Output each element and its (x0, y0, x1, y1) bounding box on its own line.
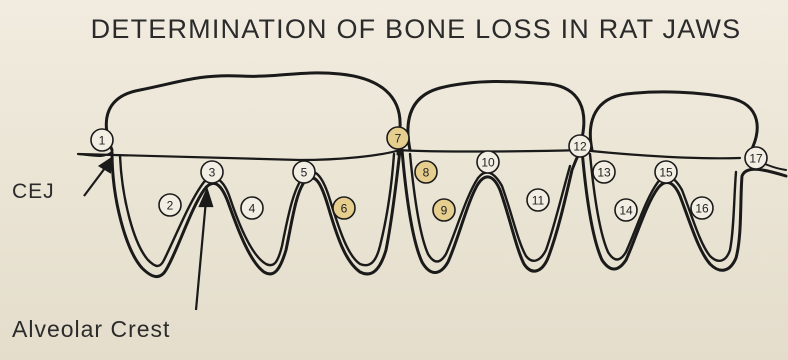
site-number-6: 6 (341, 202, 348, 216)
site-marker-13: 13 (593, 161, 615, 183)
site-number-13: 13 (597, 166, 611, 180)
site-number-16: 16 (695, 202, 709, 216)
site-number-7: 7 (395, 132, 402, 146)
site-marker-7: 7 (387, 127, 409, 149)
site-marker-9: 9 (433, 199, 455, 221)
alveolar-crest-label: Alveolar Crest (12, 316, 170, 343)
crown-molar-2 (408, 82, 584, 151)
site-number-2: 2 (167, 199, 174, 213)
site-marker-16: 16 (691, 197, 713, 219)
site-marker-5: 5 (293, 161, 315, 183)
site-marker-2: 2 (159, 194, 181, 216)
site-number-4: 4 (249, 202, 256, 216)
site-marker-11: 11 (527, 189, 549, 211)
site-marker-8: 8 (415, 161, 437, 183)
site-marker-6: 6 (333, 197, 355, 219)
crown-molar-1 (106, 73, 400, 154)
site-number-9: 9 (441, 204, 448, 218)
site-marker-4: 4 (241, 197, 263, 219)
site-marker-15: 15 (655, 161, 677, 183)
site-number-14: 14 (619, 204, 633, 218)
cej-label: CEJ (12, 180, 55, 204)
site-number-3: 3 (209, 166, 216, 180)
cej-arrow-head (100, 158, 112, 172)
site-marker-3: 3 (201, 161, 223, 183)
site-marker-10: 10 (477, 151, 499, 173)
site-number-12: 12 (573, 140, 587, 154)
site-number-15: 15 (659, 166, 673, 180)
site-number-5: 5 (301, 166, 308, 180)
site-marker-12: 12 (569, 135, 591, 157)
site-marker-1: 1 (91, 129, 113, 151)
site-number-10: 10 (481, 156, 495, 170)
crest-arrow-line (196, 200, 206, 310)
site-number-8: 8 (423, 166, 430, 180)
site-marker-17: 17 (745, 147, 767, 169)
site-number-1: 1 (99, 134, 106, 148)
site-marker-14: 14 (615, 199, 637, 221)
site-number-17: 17 (749, 152, 763, 166)
site-number-11: 11 (532, 194, 545, 208)
crown-molar-3 (590, 92, 757, 156)
